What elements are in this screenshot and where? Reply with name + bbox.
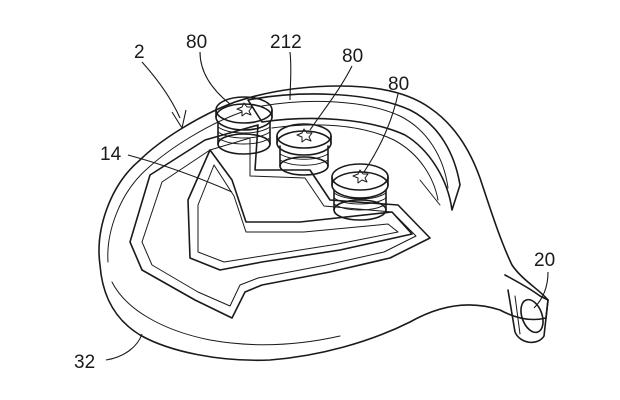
crown-panel-outline — [129, 124, 431, 319]
leader-hosel — [533, 271, 549, 309]
weight-track — [247, 93, 461, 211]
ref-label-sole-edge: 32 — [74, 352, 95, 373]
ref-label-assembly: 2 — [134, 42, 145, 63]
screw-right — [331, 163, 389, 221]
ref-label-screw-left: 80 — [186, 32, 207, 53]
hosel — [504, 274, 549, 344]
leader-crown-panel — [127, 154, 233, 193]
leader-assembly — [141, 61, 181, 119]
torx-icon — [352, 169, 369, 184]
ref-label-track: 212 — [270, 32, 302, 53]
crown-panel-inner — [141, 137, 417, 307]
ref-label-hosel: 20 — [534, 250, 555, 271]
screw-middle — [276, 123, 332, 176]
torx-icon — [296, 128, 313, 143]
lower-rim-line — [111, 281, 341, 346]
sole-edge-line — [107, 111, 243, 263]
leader-screw-left — [199, 51, 231, 105]
leader-sole-edge — [105, 333, 143, 361]
ref-label-screw-right: 80 — [388, 74, 409, 95]
arrow-head — [171, 109, 187, 130]
club-head-outline — [98, 85, 549, 362]
screw-left — [215, 96, 273, 155]
ref-label-crown-panel: 14 — [100, 144, 122, 165]
leader-screw-middle — [309, 65, 353, 131]
torx-icon — [236, 102, 253, 117]
ref-label-screw-middle: 80 — [342, 46, 363, 67]
v-ridge — [187, 149, 413, 271]
leader-track — [289, 51, 292, 101]
leader-screw-right — [363, 93, 399, 173]
